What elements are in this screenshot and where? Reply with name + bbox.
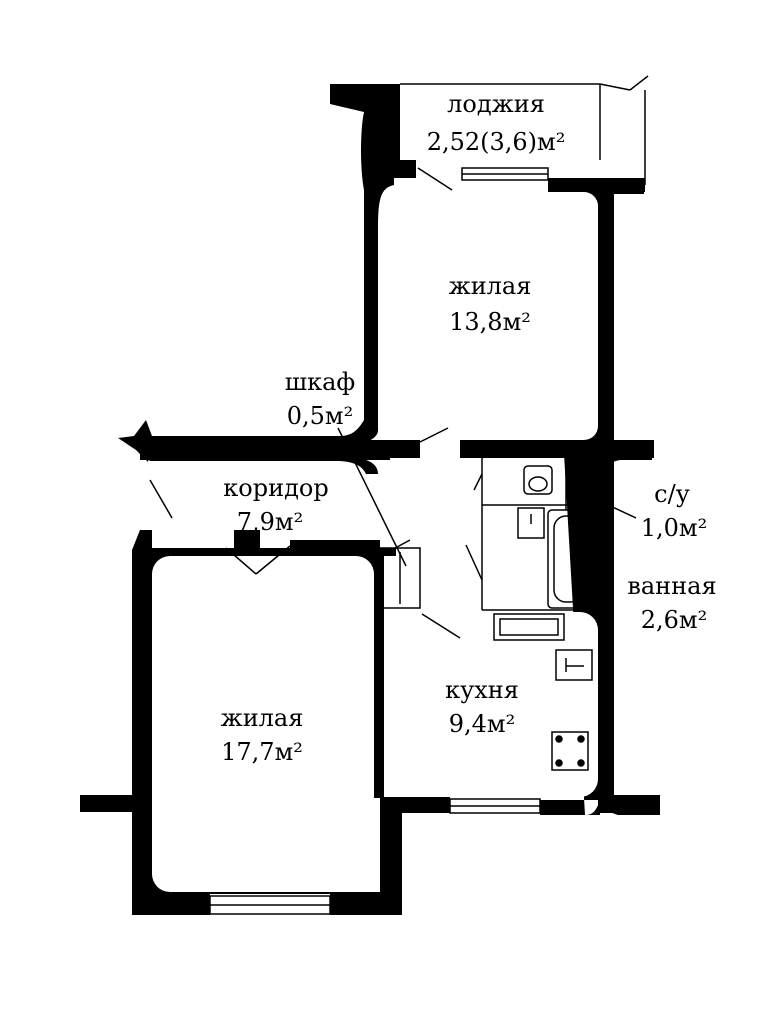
kitchen-name: кухня <box>445 676 519 704</box>
loggia-area: 2,52(3,6)м² <box>427 128 566 156</box>
wall-kitchen-bottom-left-stub <box>380 797 402 915</box>
wall-bedroom-bottom <box>388 440 420 458</box>
living-area: 17,7м² <box>221 738 303 766</box>
bedroom-name: жилая <box>449 272 532 300</box>
bedroom-area: 13,8м² <box>449 308 531 336</box>
closet-area: 0,5м² <box>287 402 353 430</box>
loggia-name: лоджия <box>447 90 545 118</box>
wall-right-bottom <box>598 795 660 813</box>
wall-bedroom-right-vertical <box>598 180 614 810</box>
wall-cross-left <box>118 420 166 462</box>
toilet-name: с/у <box>654 480 690 508</box>
wall-corridor-bottom-right <box>290 540 380 554</box>
wall-right-mid <box>598 440 654 458</box>
toilet-area: 1,0м² <box>641 514 707 542</box>
bathroom-area: 2,6м² <box>641 606 707 634</box>
closet-name: шкаф <box>285 368 355 396</box>
kitchen-area: 9,4м² <box>449 710 515 738</box>
windows <box>209 167 549 915</box>
room-labels: лоджия 2,52(3,6)м² жилая 13,8м² шкаф 0,5… <box>221 90 717 766</box>
partitions <box>149 75 649 771</box>
bathroom-name: ванная <box>627 572 716 600</box>
wall-living-right <box>374 548 384 798</box>
bedroom-interior <box>380 192 598 440</box>
living-interior <box>152 556 374 892</box>
wall-bedroom-bottom-right <box>460 440 600 458</box>
wall-bedroom-top-right <box>548 178 644 194</box>
corridor-name: коридор <box>223 474 328 502</box>
living-name: жилая <box>221 704 304 732</box>
kitchen-interior <box>384 612 598 797</box>
wall-corridor-top <box>140 440 390 460</box>
corridor-area: 7,9м² <box>237 508 303 536</box>
room-interiors <box>152 192 598 892</box>
wall-loggia-left <box>138 84 416 474</box>
